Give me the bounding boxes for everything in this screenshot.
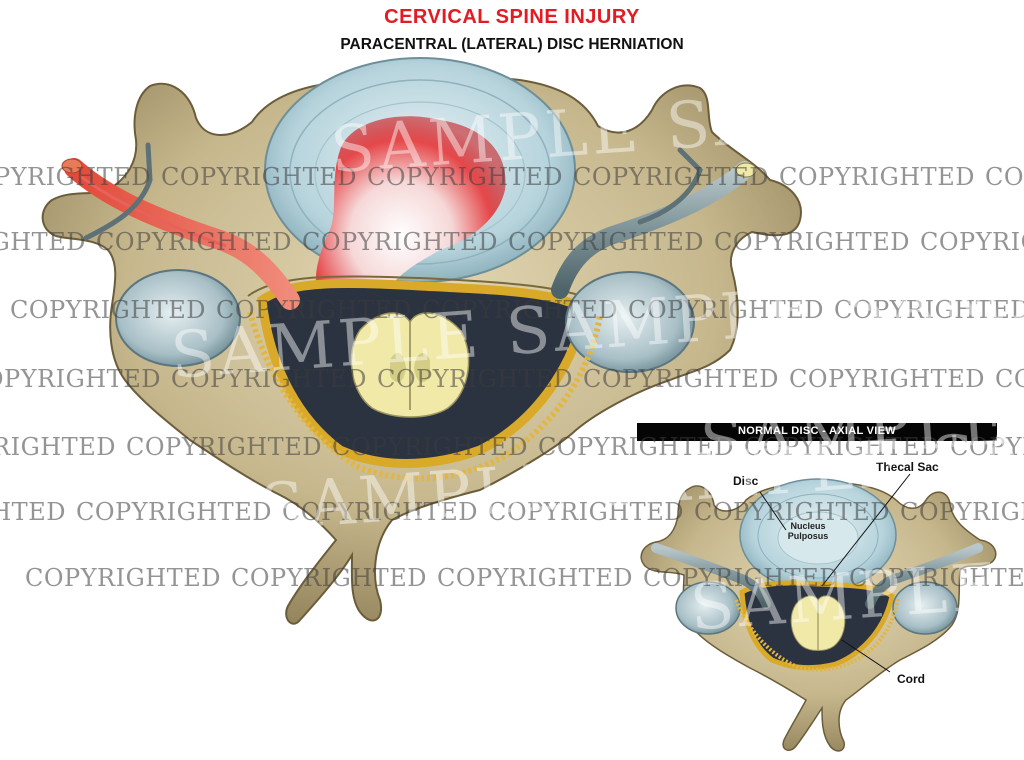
leader-cord	[841, 639, 891, 673]
inset-nerve-right	[865, 543, 983, 609]
label-nucleus-line2: Pulposus	[787, 531, 829, 541]
inset-vertebra	[640, 473, 997, 752]
main-facet-right	[565, 271, 695, 373]
main-facet-left	[115, 269, 241, 367]
page-subtitle: PARACENTRAL (LATERAL) DISC HERNIATION	[340, 36, 684, 53]
leader-disc	[759, 491, 787, 531]
label-cord: Cord	[897, 672, 925, 686]
inset-nerve-left	[651, 543, 771, 609]
label-disc: Disc	[733, 474, 759, 488]
main-nerve-right	[551, 161, 754, 299]
inset-banner-text: NORMAL DISC - AXIAL VIEW	[738, 425, 896, 437]
main-herniation	[315, 116, 506, 315]
label-nucleus-line1: Nucleus	[790, 521, 826, 531]
leader-thecal-sac	[821, 473, 911, 587]
inset-banner: NORMAL DISC - AXIAL VIEW	[637, 423, 997, 441]
page-title: CERVICAL SPINE INJURY	[384, 6, 640, 28]
label-thecal-sac: Thecal Sac	[876, 460, 939, 474]
label-nucleus-pulposus: Nucleus Pulposus	[780, 521, 836, 541]
main-vertebra	[41, 57, 802, 625]
inset-facet-right	[892, 581, 958, 635]
main-nerve-left	[64, 158, 300, 310]
inset-facet-left	[675, 581, 741, 635]
